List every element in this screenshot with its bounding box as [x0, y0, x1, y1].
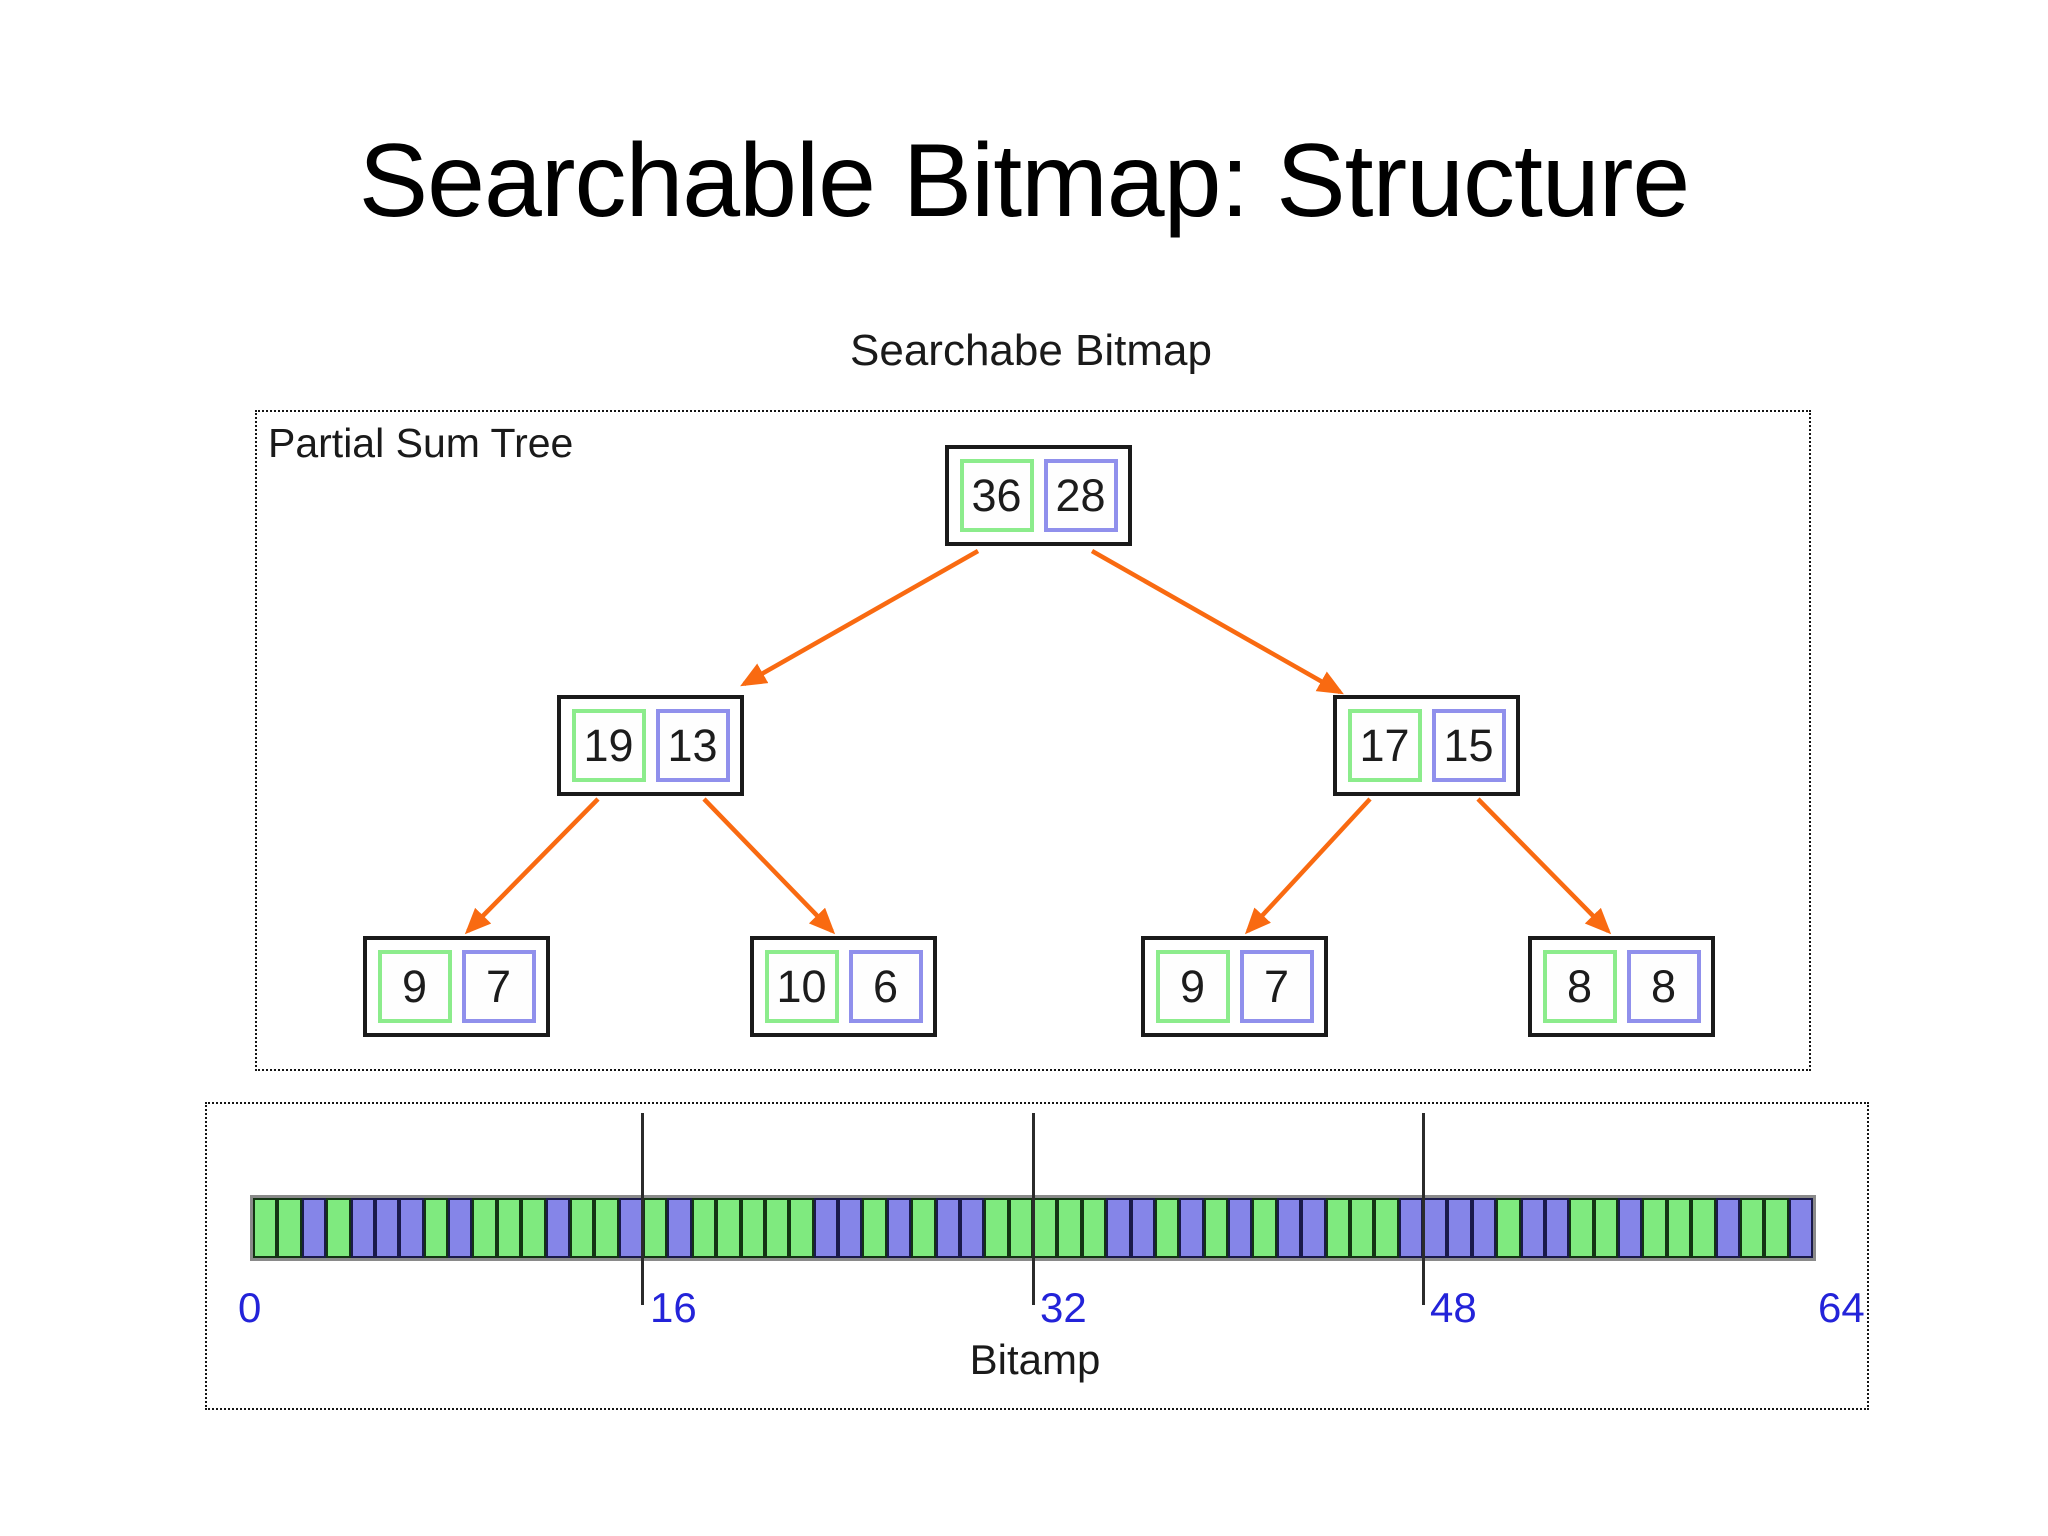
bitmap-cell-33 [1057, 1198, 1082, 1258]
tree-node-leaf4: 8 8 [1528, 936, 1715, 1037]
bitmap-cell-34 [1081, 1198, 1107, 1258]
bitmap-cell-45 [1349, 1198, 1375, 1258]
bitmap-cell-35 [1106, 1198, 1131, 1258]
bitmap-cell-3 [326, 1198, 351, 1258]
bitmap-cell-39 [1203, 1198, 1228, 1258]
left-blue-count: 13 [655, 709, 730, 782]
bitmap-cell-48 [1423, 1198, 1448, 1258]
bitmap-cell-59 [1691, 1198, 1716, 1258]
leaf4-blue-count: 8 [1626, 950, 1701, 1023]
bitmap-cell-49 [1447, 1198, 1472, 1258]
tree-node-root: 36 28 [945, 445, 1132, 546]
bitmap-cell-29 [959, 1198, 985, 1258]
diagram-subtitle: Searchabe Bitmap [850, 326, 1212, 375]
tick-label-16: 16 [650, 1284, 697, 1331]
tree-node-leaf3: 9 7 [1141, 936, 1328, 1037]
tree-node-leaf2: 10 6 [750, 936, 937, 1037]
page-title: Searchable Bitmap: Structure [358, 123, 1690, 239]
bitmap-cell-56 [1618, 1198, 1643, 1258]
tick-label-0: 0 [238, 1284, 262, 1331]
bitmap-cell-41 [1252, 1198, 1277, 1258]
leaf4-green-count: 8 [1542, 950, 1617, 1023]
bitmap-cell-63 [1788, 1198, 1813, 1258]
root-blue-count: 28 [1043, 459, 1118, 532]
bitmap-cell-26 [886, 1198, 912, 1258]
bitmap-cell-10 [496, 1198, 522, 1258]
leaf1-green-count: 9 [377, 950, 452, 1023]
bitmap-cell-61 [1739, 1198, 1765, 1258]
right-blue-count: 15 [1431, 709, 1506, 782]
leaf2-blue-count: 6 [848, 950, 923, 1023]
bitmap-cell-44 [1325, 1198, 1350, 1258]
partial-sum-tree-box: Partial Sum Tree [255, 410, 1811, 1071]
tick-mark-32 [1032, 1113, 1035, 1305]
tree-node-right: 17 15 [1333, 695, 1520, 796]
bitmap-cell-55 [1593, 1198, 1618, 1258]
bitmap-cell-57 [1642, 1198, 1667, 1258]
leaf3-green-count: 9 [1155, 950, 1230, 1023]
bitmap-cell-53 [1544, 1198, 1570, 1258]
tick-label-32: 32 [1040, 1284, 1087, 1331]
bitmap-cell-1 [277, 1198, 302, 1258]
bitmap-cell-23 [813, 1198, 838, 1258]
bitmap-cell-15 [618, 1198, 643, 1258]
bitmap-cell-5 [374, 1198, 400, 1258]
bitmap-cell-42 [1276, 1198, 1302, 1258]
bitmap-cell-21 [764, 1198, 790, 1258]
bitmap-cell-37 [1154, 1198, 1180, 1258]
bitmap-cell-12 [545, 1198, 570, 1258]
bitmap-cell-50 [1471, 1198, 1497, 1258]
bitmap-cell-0 [253, 1198, 278, 1258]
bitmap-cell-13 [569, 1198, 595, 1258]
bitmap-cell-60 [1715, 1198, 1740, 1258]
bitmap-cell-51 [1496, 1198, 1521, 1258]
tick-mark-48 [1422, 1113, 1425, 1305]
partial-sum-tree-label: Partial Sum Tree [268, 420, 574, 466]
bitmap-cell-25 [862, 1198, 887, 1258]
bitmap-cell-27 [911, 1198, 936, 1258]
left-green-count: 19 [571, 709, 646, 782]
tick-label-48: 48 [1430, 1284, 1477, 1331]
bitmap-cell-43 [1301, 1198, 1326, 1258]
bitmap-cell-36 [1130, 1198, 1155, 1258]
bitmap-cell-8 [448, 1198, 473, 1258]
bitmap-cell-54 [1569, 1198, 1594, 1258]
bitmap-cell-38 [1179, 1198, 1204, 1258]
bitmap-cell-11 [521, 1198, 546, 1258]
leaf3-blue-count: 7 [1239, 950, 1314, 1023]
root-green-count: 36 [959, 459, 1034, 532]
right-green-count: 17 [1347, 709, 1422, 782]
leaf1-blue-count: 7 [461, 950, 536, 1023]
bitmap-cell-20 [740, 1198, 765, 1258]
bitmap-cell-24 [838, 1198, 863, 1258]
bitmap-cell-19 [716, 1198, 741, 1258]
bitmap-cell-40 [1228, 1198, 1253, 1258]
bitmap-cell-16 [643, 1198, 668, 1258]
bitmap-cell-46 [1374, 1198, 1399, 1258]
bitmap-cell-47 [1398, 1198, 1423, 1258]
bitmap-cell-17 [667, 1198, 692, 1258]
bitmap-cell-18 [691, 1198, 717, 1258]
bitmap-cell-62 [1764, 1198, 1789, 1258]
bitmap-cell-14 [594, 1198, 619, 1258]
bitmap-cell-7 [423, 1198, 448, 1258]
bitmap-cell-32 [1033, 1198, 1058, 1258]
bitmap-cell-22 [789, 1198, 814, 1258]
bitmap-cell-6 [399, 1198, 424, 1258]
bitmap-cell-2 [301, 1198, 327, 1258]
tick-label-64: 64 [1818, 1284, 1865, 1331]
bitmap-cell-4 [350, 1198, 375, 1258]
tick-mark-16 [641, 1113, 644, 1305]
bitmap-cell-31 [1008, 1198, 1033, 1258]
bitmap-cell-30 [984, 1198, 1009, 1258]
leaf2-green-count: 10 [764, 950, 839, 1023]
bitmap-cell-58 [1666, 1198, 1692, 1258]
bitmap-cell-28 [935, 1198, 960, 1258]
bitmap-cell-9 [472, 1198, 497, 1258]
tree-node-leaf1: 9 7 [363, 936, 550, 1037]
bitmap-cell-52 [1520, 1198, 1545, 1258]
tree-node-left: 19 13 [557, 695, 744, 796]
bitmap-caption: Bitamp [969, 1336, 1101, 1383]
bitmap-box [205, 1102, 1869, 1410]
